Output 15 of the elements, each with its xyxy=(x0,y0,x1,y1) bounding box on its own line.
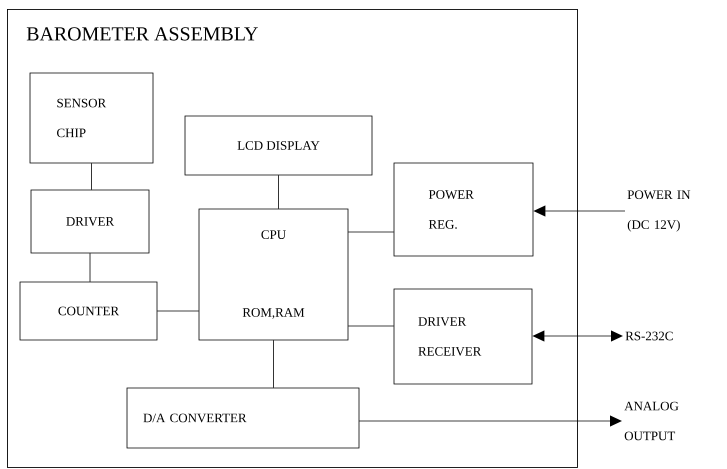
connector-line xyxy=(157,310,199,312)
process-box: D/A CONVERTER xyxy=(126,388,360,448)
input-label: POWER IN (DC 12V) xyxy=(628,190,690,232)
process-box: CPU ROM,RAM xyxy=(198,208,348,340)
process-box: LCD DISPLAY xyxy=(184,116,372,176)
output-label: RS-232C xyxy=(626,332,673,340)
output-label: ANALOG OUTPUT xyxy=(624,402,678,440)
process-box: COUNTER xyxy=(20,282,158,340)
connector-line xyxy=(91,163,92,190)
connector-line xyxy=(273,340,274,388)
process-box: SENSOR CHIP xyxy=(30,72,154,164)
connector-line xyxy=(278,175,279,209)
process-box: DRIVER xyxy=(30,190,150,254)
process-box: POWER REG. xyxy=(394,162,534,256)
process-box: DRIVER RECEIVER xyxy=(394,288,532,384)
